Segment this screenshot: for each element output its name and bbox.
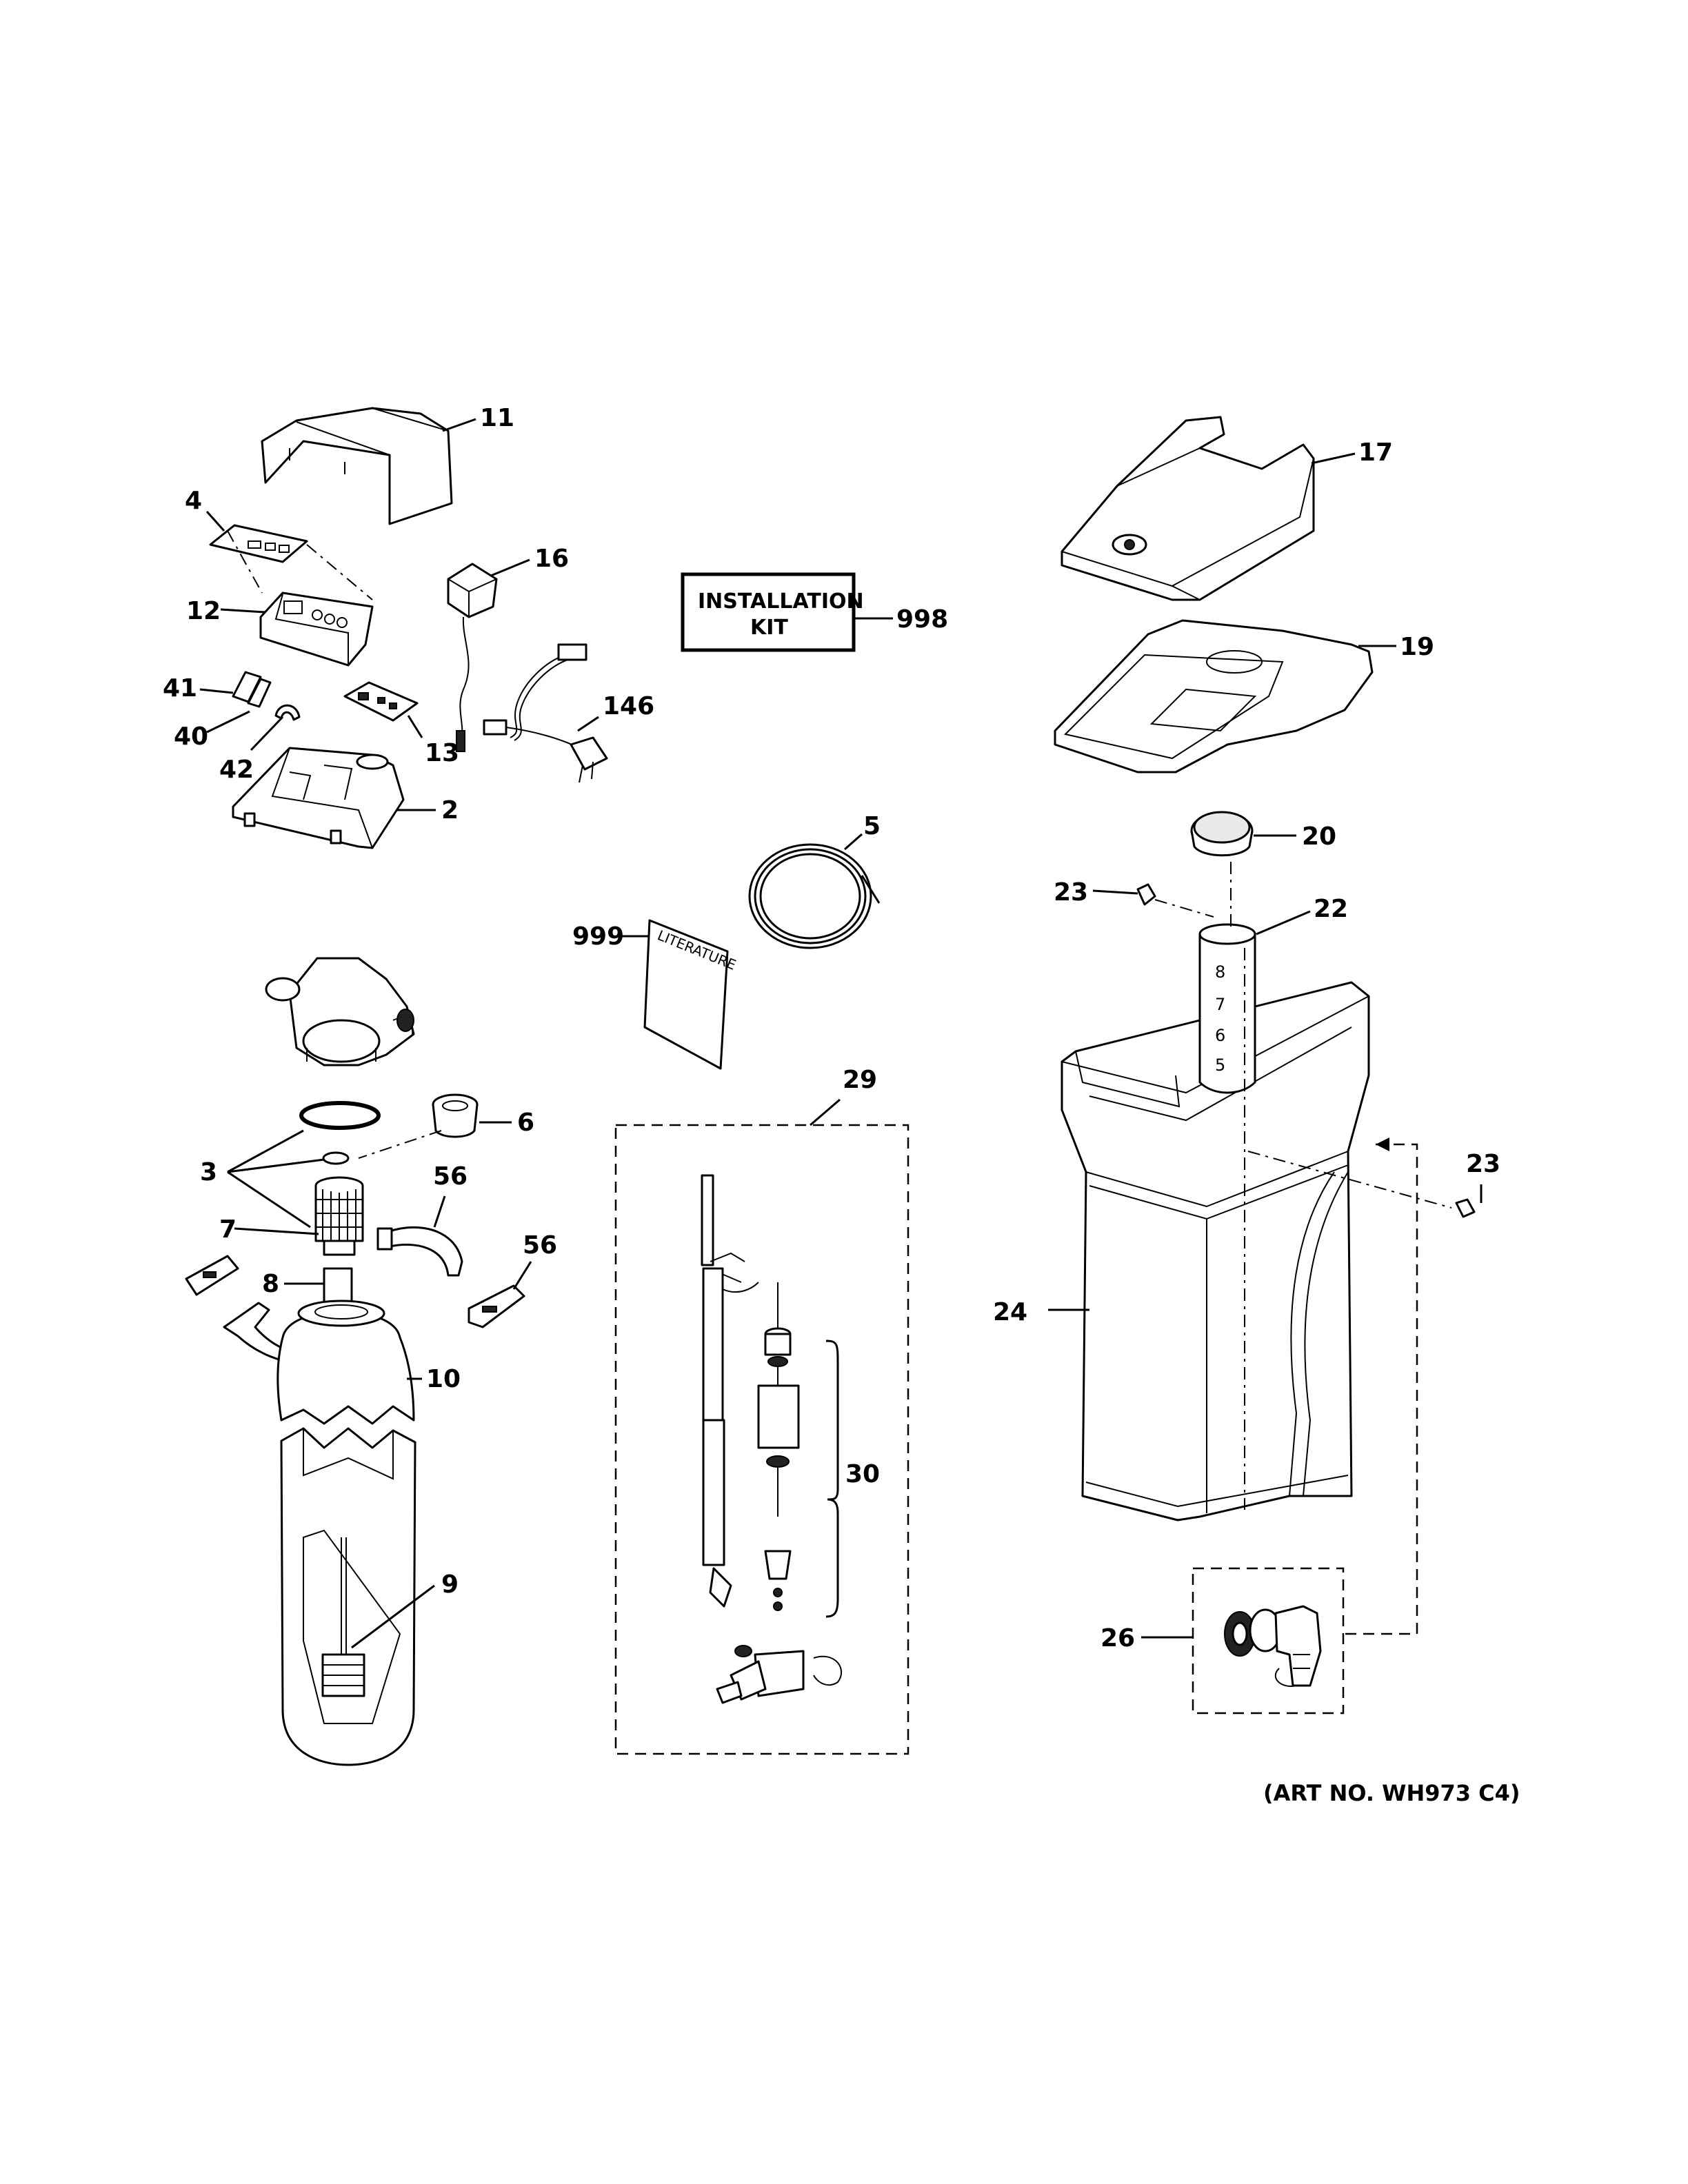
part-controller xyxy=(259,592,374,667)
part-cap xyxy=(432,1093,479,1138)
gauge-mark-8: 8 xyxy=(1215,962,1225,982)
part-brine-valve-assembly xyxy=(701,1174,842,1704)
callout-23-lower: 23 xyxy=(1466,1150,1500,1178)
part-distributor xyxy=(321,1537,365,1697)
part-tank-lid xyxy=(1061,416,1315,601)
part-wire-harness xyxy=(483,643,608,783)
brine-valve-assembly-box xyxy=(614,1124,910,1755)
callout-16: 16 xyxy=(534,545,569,573)
callout-26: 26 xyxy=(1101,1624,1135,1652)
callout-146: 146 xyxy=(603,692,654,720)
callout-6: 6 xyxy=(517,1109,534,1137)
callout-24: 24 xyxy=(993,1298,1027,1326)
part-brine-well: 8 7 6 5 xyxy=(1198,923,1256,1094)
callout-5: 5 xyxy=(863,812,881,840)
part-valve-housing xyxy=(232,747,405,849)
callout-11: 11 xyxy=(480,404,514,432)
part-overlay xyxy=(209,524,308,563)
callout-999: 999 xyxy=(572,922,624,951)
callout-10: 10 xyxy=(426,1365,461,1393)
part-screw-lower xyxy=(1455,1198,1476,1218)
part-clamp-lower xyxy=(468,1284,525,1328)
callout-13: 13 xyxy=(425,739,459,767)
part-clip-42 xyxy=(274,704,301,721)
callout-3: 3 xyxy=(200,1158,217,1186)
installation-kit-line2: KIT xyxy=(750,616,788,640)
callout-998: 998 xyxy=(896,605,948,634)
callout-56-lower: 56 xyxy=(523,1231,557,1260)
callout-19: 19 xyxy=(1400,633,1434,661)
gauge-mark-6: 6 xyxy=(1215,1026,1225,1045)
part-circuit-board xyxy=(343,681,419,722)
part-brine-tank xyxy=(1061,981,1370,1521)
callout-7: 7 xyxy=(219,1215,237,1244)
callout-20: 20 xyxy=(1302,822,1336,851)
callout-40: 40 xyxy=(174,722,208,751)
callout-8: 8 xyxy=(262,1270,279,1298)
callout-29: 29 xyxy=(843,1066,877,1094)
art-number: (ART NO. WH973 C4) xyxy=(1263,1780,1520,1806)
part-overflow-fitting xyxy=(1224,1605,1322,1687)
callout-4: 4 xyxy=(185,487,202,515)
part-mineral-tank xyxy=(277,1267,416,1766)
callout-12: 12 xyxy=(186,597,221,625)
part-clamp-upper xyxy=(376,1226,463,1277)
callout-17: 17 xyxy=(1358,438,1393,467)
part-tubing-coil xyxy=(748,843,881,949)
gauge-mark-5: 5 xyxy=(1215,1055,1225,1075)
part-top-tray xyxy=(1054,619,1374,774)
gauge-mark-7: 7 xyxy=(1215,995,1225,1014)
part-valve-body xyxy=(265,957,415,1066)
part-screw-upper xyxy=(1136,883,1156,906)
callout-23-upper: 23 xyxy=(1054,878,1088,907)
callout-56-upper: 56 xyxy=(433,1162,468,1191)
part-float-cap xyxy=(1190,811,1254,857)
overflow-fitting-box xyxy=(1192,1567,1345,1715)
part-top-cover xyxy=(261,407,453,525)
callout-30: 30 xyxy=(845,1460,880,1488)
part-literature: LITERATURE xyxy=(643,919,738,1070)
callout-22: 22 xyxy=(1314,895,1348,923)
part-clip-left xyxy=(185,1255,239,1296)
callout-42: 42 xyxy=(219,756,254,784)
installation-kit-line1: INSTALLATION xyxy=(698,589,864,614)
callout-2: 2 xyxy=(441,796,459,825)
installation-kit-box xyxy=(681,572,856,652)
callout-9: 9 xyxy=(441,1570,459,1599)
part-clip-41 xyxy=(232,671,272,708)
part-strainer xyxy=(314,1176,364,1256)
part-transformer xyxy=(447,563,498,752)
part-o-rings xyxy=(299,1101,381,1165)
callout-41: 41 xyxy=(163,674,197,702)
